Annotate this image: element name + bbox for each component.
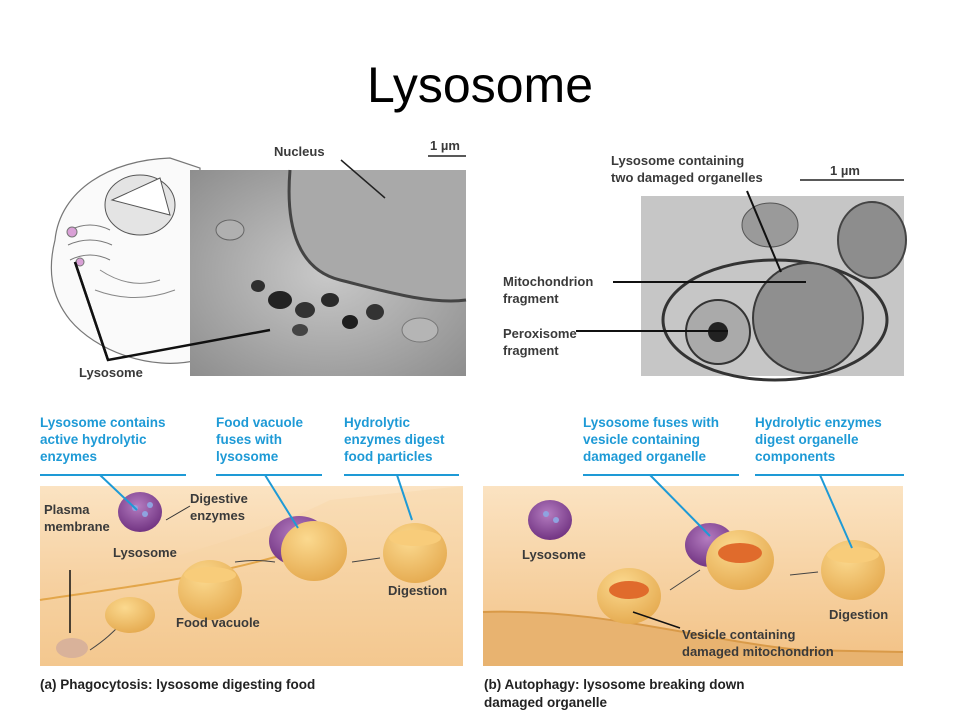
label-lysosome-b: Lysosome xyxy=(522,547,586,562)
em-micrograph-right xyxy=(641,196,907,382)
label-nucleus: Nucleus xyxy=(274,144,325,159)
label-scale-right: 1 µm xyxy=(830,163,860,178)
label-plasma-membrane: Plasma membrane xyxy=(44,502,110,534)
caption-a: (a) Phagocytosis: lysosome digesting foo… xyxy=(40,677,316,692)
label-scale-left: 1 µm xyxy=(430,138,460,153)
panel-b-step-1: Lysosome fuses with vesicle containing d… xyxy=(583,415,720,464)
panel-a-illustration xyxy=(39,486,463,666)
panel-b-illustration xyxy=(482,486,904,666)
lysosome-two-leader xyxy=(746,190,782,273)
panel-a-step-1: Lysosome contains active hydrolytic enzy… xyxy=(40,415,166,464)
label-food-vacuole: Food vacuole xyxy=(176,615,260,630)
em-micrograph-left xyxy=(190,169,467,376)
cell-sketch xyxy=(50,157,201,364)
label-lysosome-em: Lysosome xyxy=(79,365,143,380)
label-digestion-b: Digestion xyxy=(829,607,889,622)
label-digestive-enzymes: Digestive enzymes xyxy=(190,491,248,523)
panel-a-step-2: Food vacuole fuses with lysosome xyxy=(216,415,304,464)
panel-b-step-2: Hydrolytic enzymes digest organelle comp… xyxy=(755,415,882,464)
label-perox-fragment: Peroxisome fragment xyxy=(503,326,577,358)
caption-b: (b) Autophagy: lysosome breaking down da… xyxy=(484,677,745,710)
label-vesicle: Vesicle containing damaged mitochondrion xyxy=(682,627,834,659)
label-lysosome-a: Lysosome xyxy=(113,545,177,560)
nucleus-leader xyxy=(340,159,386,199)
panel-a-step-3: Hydrolytic enzymes digest food particles xyxy=(344,415,445,464)
page-title: Lysosome xyxy=(366,57,594,113)
label-mito-fragment: Mitochondrion fragment xyxy=(503,274,594,306)
label-lysosome-two: Lysosome containing two damaged organell… xyxy=(611,153,763,185)
label-digestion-a: Digestion xyxy=(388,583,448,598)
